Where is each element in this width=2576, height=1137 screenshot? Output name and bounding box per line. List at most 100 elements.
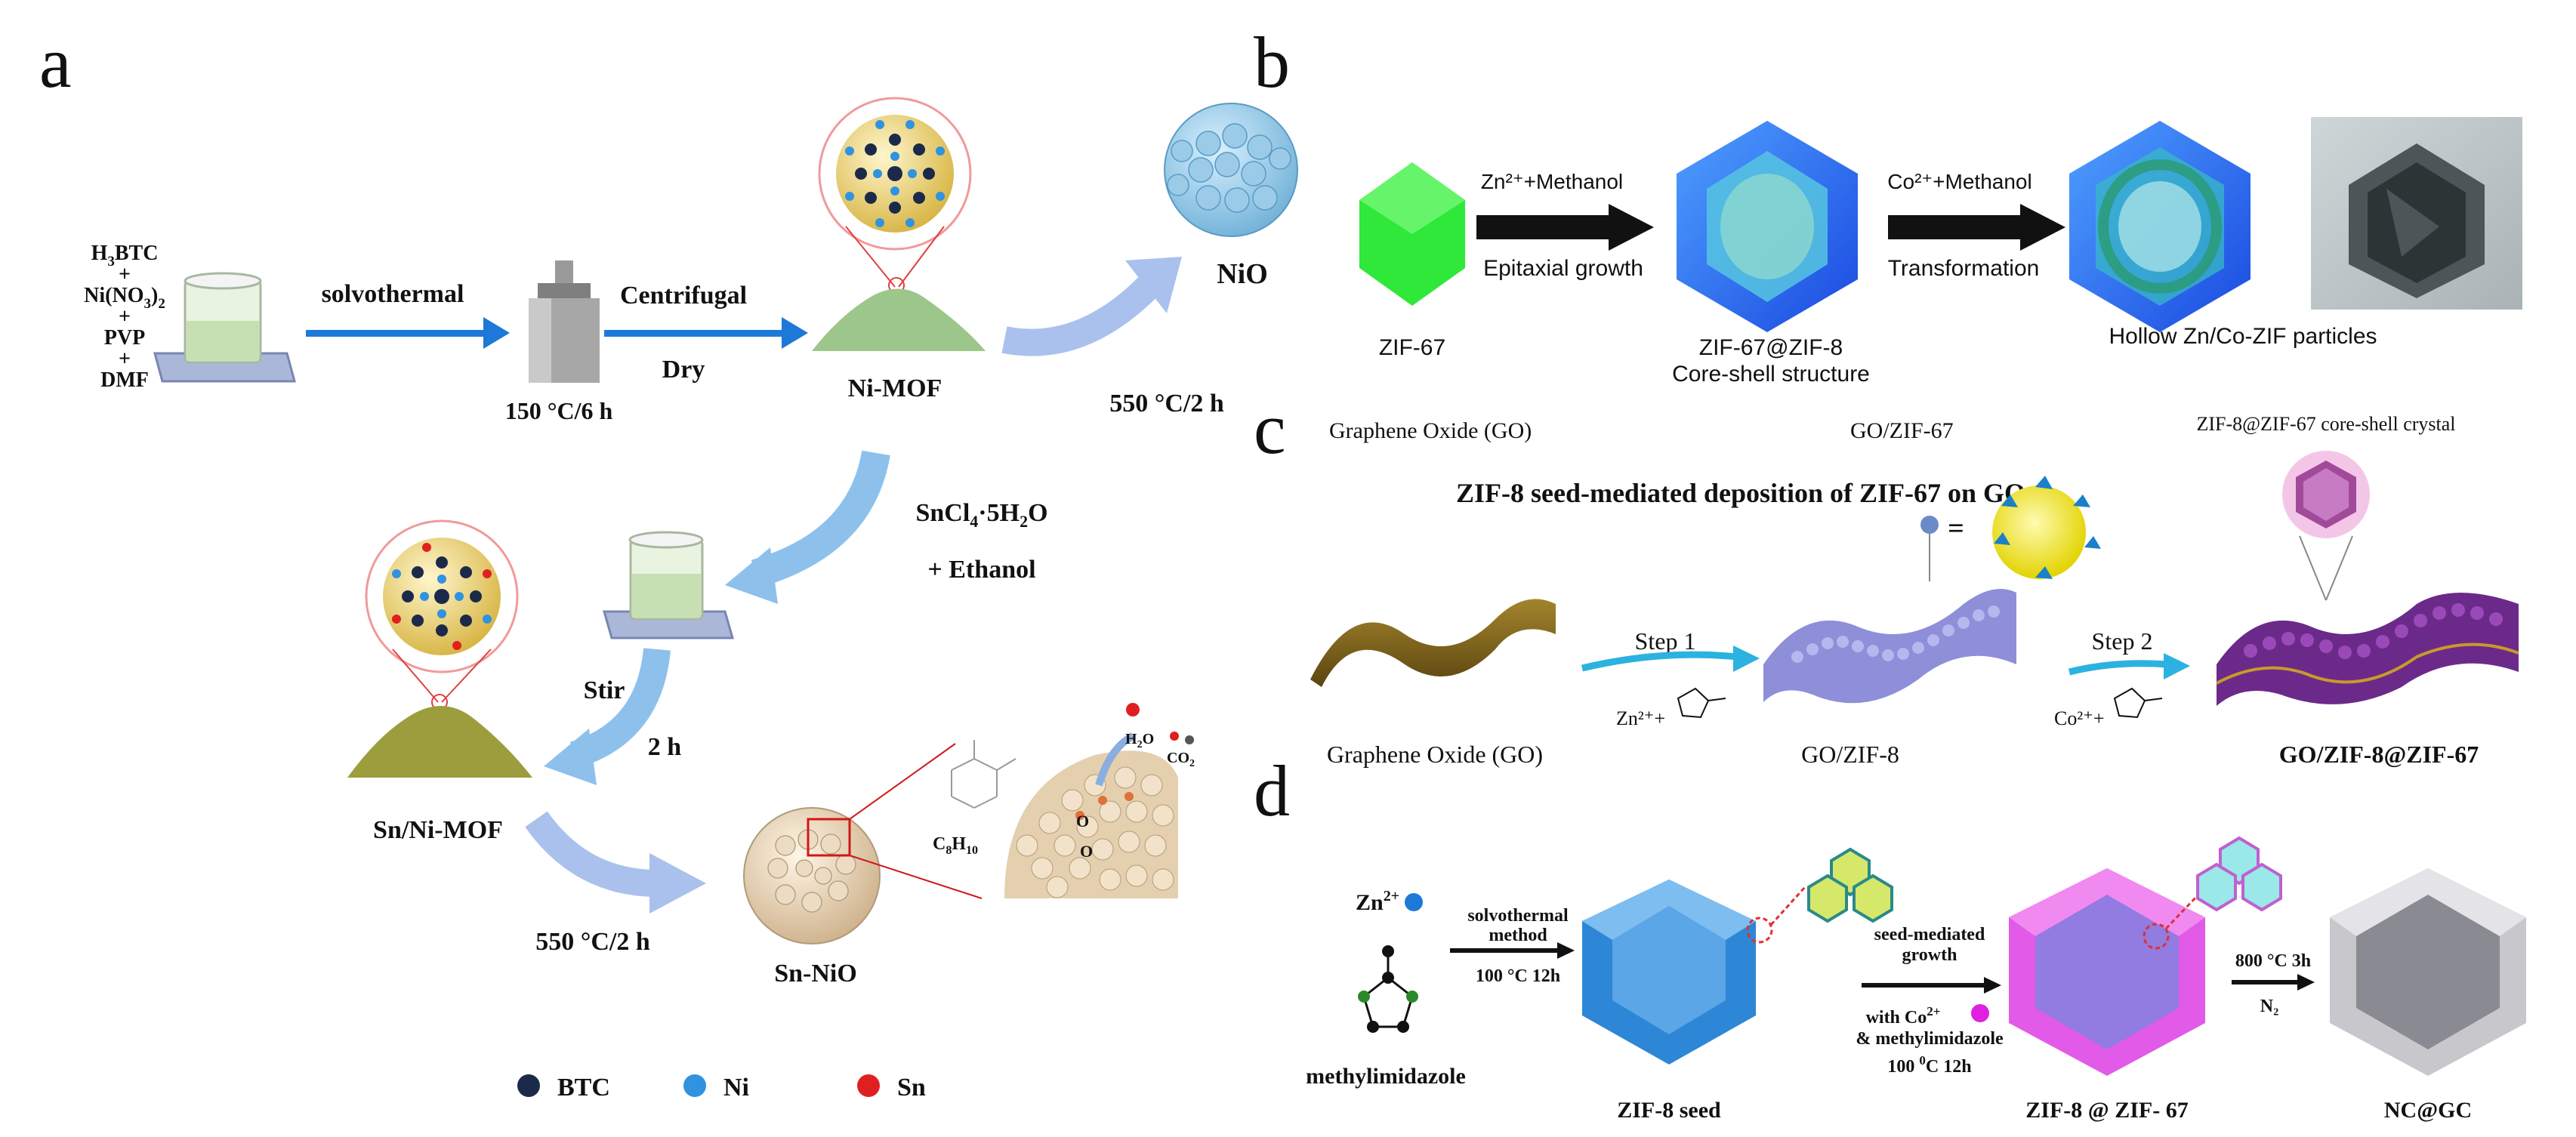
transformation-label: Transformation	[1888, 256, 2040, 281]
legend-sn-label: Sn	[897, 1074, 926, 1102]
zif8-seed-crystal: ZIF-8 seed	[1582, 847, 1893, 1123]
reagent-nickel-nitrate: Ni(NO3)2	[84, 284, 165, 312]
ni-mof-label: Ni-MOF	[848, 374, 942, 402]
step-1-label: Step 1	[1635, 627, 1696, 655]
zif67-zif8-coreshell: ZIF-67@ZIF-8 Core-shell structure	[1672, 121, 1870, 387]
panel-d-letter: d	[1254, 750, 1290, 831]
imidazole-icon-2	[2113, 687, 2163, 719]
reactants: Zn2+ methylimidazole	[1306, 888, 1466, 1089]
panel-b-letter: b	[1254, 22, 1290, 103]
calcination-arrow-2: 550 °C/2 h	[525, 811, 706, 956]
zif8-zif67-crystal: ZIF-8 @ ZIF- 67	[2009, 836, 2282, 1123]
zn-ion-label: Zn2+	[1356, 888, 1399, 915]
zn-ion-marker	[1405, 893, 1423, 911]
centrifugal-arrow: Centrifugal Dry	[604, 282, 808, 384]
d-arrow2-bottom1: with Co2+	[1866, 1004, 1941, 1028]
legend-sn-marker	[857, 1074, 880, 1097]
panel-c-letter: c	[1254, 388, 1286, 469]
panel-d: d Zn2+ methylimidazole solvothermal	[1254, 750, 2526, 1123]
d-arrow2-bottom3: 100 0C 12h	[1887, 1053, 1971, 1077]
d-arrow3-top: 800 °C 3h	[2235, 951, 2311, 971]
ni-mof-powder: Ni-MOF	[812, 97, 986, 402]
zif8-framework-icon	[1807, 847, 1893, 923]
imidazole-icon-1	[1677, 687, 1726, 719]
molecule-label: C8H10	[933, 834, 978, 857]
reagent-dmf: DMF	[100, 368, 149, 392]
zif8-seed-label: ZIF-8 seed	[1617, 1098, 1721, 1123]
sn-addition-arrow: SnCl4·5H2O + Ethanol	[725, 450, 1048, 604]
epitaxial-reagent-label: Zn²⁺+Methanol	[1481, 170, 1623, 193]
nio-label: NiO	[1217, 258, 1268, 290]
d-arrow3-bottom: N₂	[2260, 997, 2279, 1016]
dry-label: Dry	[662, 356, 705, 384]
coreshell-label-1: ZIF-67@ZIF-8	[1699, 335, 1843, 360]
zif8-particle-zoom: =	[1920, 476, 2101, 581]
panel-a: a H3BTC + Ni(NO3)2 + PVP + DMF solvother…	[39, 22, 1298, 1102]
zif8-zif67-label: ZIF-8 @ ZIF- 67	[2025, 1098, 2188, 1123]
legend-btc-label: BTC	[557, 1074, 610, 1102]
legend: BTC Ni Sn	[517, 1074, 926, 1102]
stir-time-label: 2 h	[648, 733, 682, 761]
d-arrow2-bottom2: & methylimidazole	[1856, 1029, 2004, 1049]
hollow-zif-particle	[2069, 121, 2251, 332]
oxygen-label-1: O	[1076, 812, 1089, 830]
co-plus-label: Co²⁺+	[2054, 707, 2105, 729]
d-arrow1-line3: 100 °C 12h	[1476, 966, 1560, 986]
seed-growth-arrow: seed-mediated growth with Co2+ & methyli…	[1856, 925, 2004, 1077]
nio-sphere: NiO	[1164, 103, 1298, 290]
nc-gc-label: NC@GC	[2384, 1098, 2472, 1123]
d-arrow1-line2: method	[1489, 926, 1547, 945]
sn-nio-sphere: Sn-NiO	[743, 743, 983, 988]
centrifugal-label: Centrifugal	[620, 282, 747, 310]
calcination-label-1: 550 °C/2 h	[1109, 390, 1224, 418]
oxygen-label-2: O	[1080, 842, 1093, 861]
go-zif67-top-label: GO/ZIF-67	[1850, 418, 1954, 443]
reagent-list: H3BTC + Ni(NO3)2 + PVP + DMF	[84, 242, 165, 392]
transformation-reagent-label: Co²⁺+Methanol	[1887, 170, 2031, 193]
step-1-arrow: Step 1 Zn²⁺+	[1581, 627, 1760, 729]
reagent-plus-1: +	[119, 263, 131, 286]
zn-plus-label: Zn²⁺+	[1616, 707, 1665, 729]
zif67-label: ZIF-67	[1379, 335, 1445, 360]
methylimidazole-structure	[1358, 945, 1418, 1033]
equals-sign: =	[1948, 513, 1964, 544]
reagent-plus-3: +	[119, 347, 131, 371]
epitaxial-growth-label: Epitaxial growth	[1483, 256, 1643, 281]
go-zif8-zif67-sheet	[2216, 451, 2519, 706]
legend-ni-label: Ni	[723, 1074, 749, 1102]
autoclave-condition: 150 °C/6 h	[505, 397, 613, 424]
ethanol-label: + Ethanol	[927, 556, 1035, 584]
solvothermal-label: solvothermal	[322, 280, 464, 308]
solvothermal-arrow-d: solvothermal method 100 °C 12h	[1450, 906, 1575, 986]
go-zif8-sheet	[1763, 589, 2016, 704]
zif67-framework-icon	[2196, 836, 2282, 912]
panel-a-letter: a	[39, 22, 72, 103]
core-shell-crystal-label: ZIF-8@ZIF-67 core-shell crystal	[2196, 413, 2455, 435]
solvothermal-arrow: solvothermal	[306, 280, 510, 349]
panel-c: c Graphene Oxide (GO) GO/ZIF-67 ZIF-8@ZI…	[1254, 388, 2519, 768]
go-bottom-label: Graphene Oxide (GO)	[1327, 741, 1543, 768]
reagent-plus-2: +	[119, 305, 131, 328]
stir-label: Stir	[584, 676, 625, 704]
co-ion-marker	[1971, 1004, 1989, 1022]
methylimidazole-label: methylimidazole	[1306, 1064, 1466, 1089]
go-zif8-label: GO/ZIF-8	[1801, 741, 1899, 768]
hollow-particles-label: Hollow Zn/Co-ZIF particles	[2109, 324, 2377, 349]
sn-ni-mof-label: Sn/Ni-MOF	[373, 816, 503, 844]
sn-nio-label: Sn-NiO	[774, 960, 857, 988]
panel-b: b ZIF-67 Zn²⁺+Methanol Epitaxial growth …	[1254, 22, 2522, 387]
coreshell-label-2: Core-shell structure	[1672, 362, 1870, 387]
graphene-oxide-sheet	[1310, 599, 1556, 687]
pyrolysis-arrow: 800 °C 3h N₂	[2232, 951, 2315, 1016]
tin-chloride-label: SnCl4·5H2O	[915, 499, 1047, 531]
reagent-pvp: PVP	[104, 326, 145, 350]
surface-reaction-inset: C8H10 O O H2O CO2	[933, 703, 1195, 898]
nc-gc-crystal: NC@GC	[2330, 868, 2526, 1123]
d-arrow1-line1: solvothermal	[1467, 906, 1569, 926]
beaker-2-icon	[603, 531, 734, 639]
final-sheet-label: GO/ZIF-8@ZIF-67	[2279, 741, 2479, 768]
beaker-icon	[153, 272, 296, 383]
reagent-h3btc: H3BTC	[91, 242, 159, 270]
deposition-headline: ZIF-8 seed-mediated deposition of ZIF-67…	[1456, 478, 2025, 508]
